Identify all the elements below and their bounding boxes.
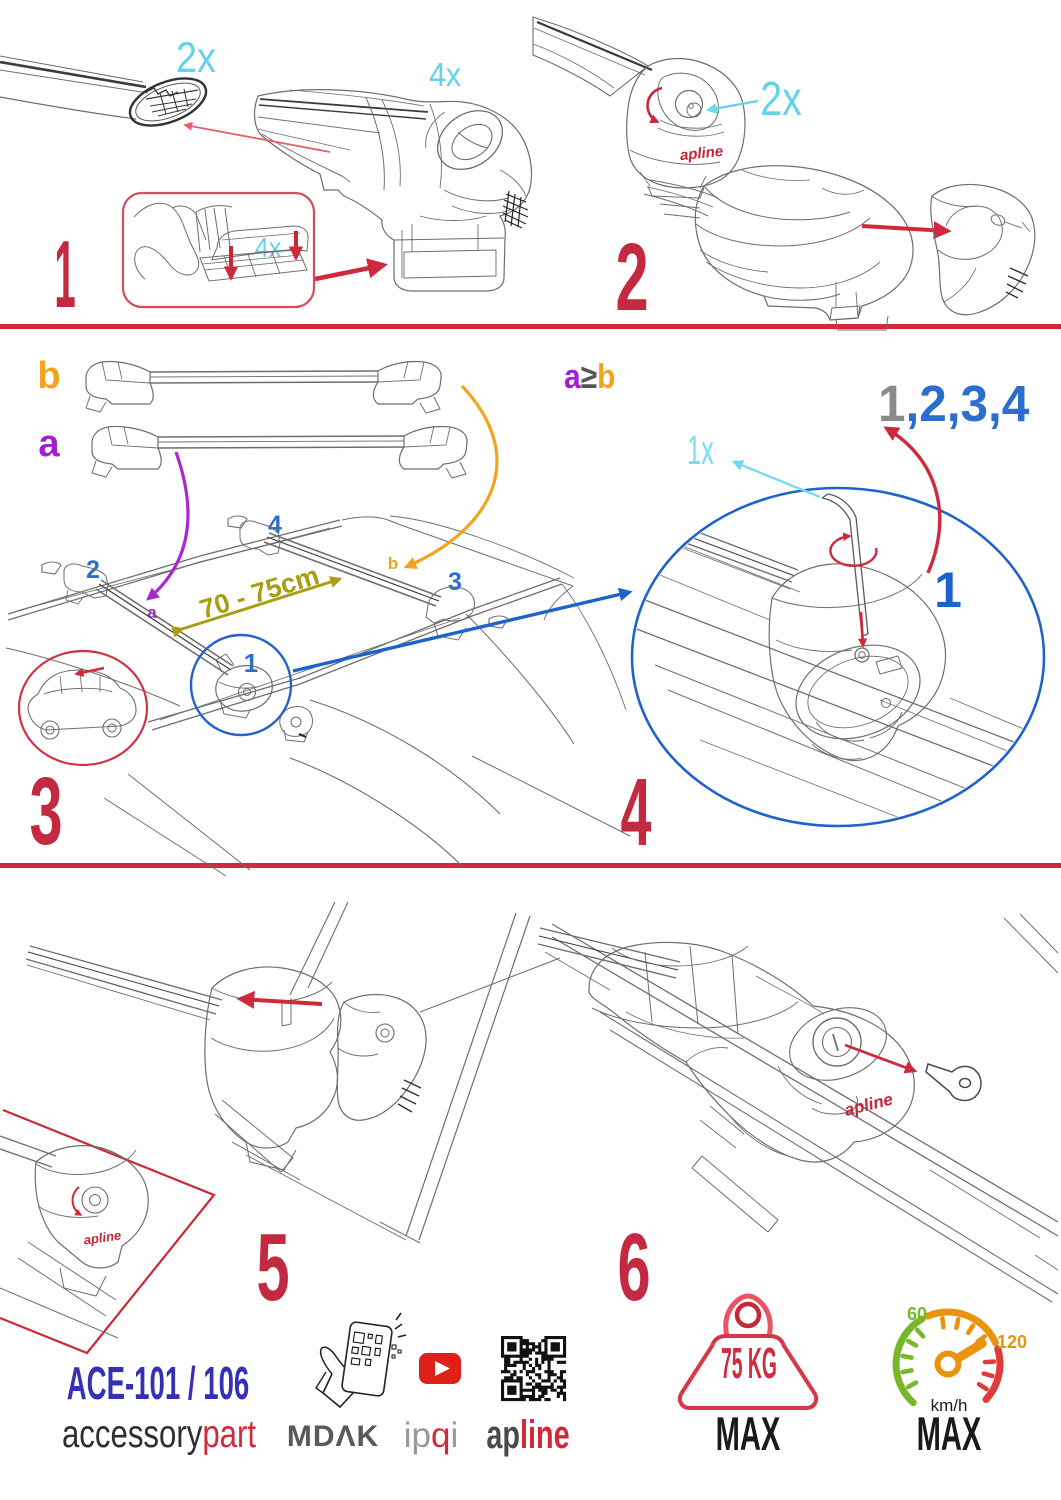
svg-text:apline: apline: [679, 143, 724, 164]
svg-text:accessorypart: accessorypart: [62, 1413, 256, 1456]
svg-text:MDΛK: MDΛK: [287, 1420, 379, 1453]
svg-text:4x: 4x: [429, 56, 461, 93]
svg-text:4: 4: [268, 511, 282, 539]
svg-text:MAX: MAX: [917, 1409, 982, 1461]
svg-text:1,2,3,4: 1,2,3,4: [878, 375, 1029, 432]
svg-text:70 - 75cm: 70 - 75cm: [196, 560, 322, 625]
svg-text:ipqi: ipqi: [404, 1416, 459, 1455]
svg-text:MAX: MAX: [716, 1409, 781, 1461]
svg-text:60: 60: [907, 1304, 927, 1324]
svg-text:6: 6: [617, 1213, 650, 1320]
svg-text:3: 3: [29, 757, 62, 864]
svg-text:1x: 1x: [687, 428, 714, 474]
svg-text:b: b: [37, 355, 60, 397]
svg-text:1: 1: [54, 222, 75, 328]
svg-text:2: 2: [615, 223, 648, 330]
svg-text:b: b: [388, 554, 398, 573]
svg-text:1: 1: [244, 648, 258, 678]
svg-text:apline: apline: [486, 1412, 569, 1457]
svg-text:3: 3: [448, 568, 462, 596]
svg-text:2: 2: [86, 556, 100, 584]
svg-text:2x: 2x: [176, 33, 216, 82]
svg-text:apline: apline: [83, 1228, 122, 1248]
svg-text:2x: 2x: [760, 72, 802, 126]
svg-text:a≥b: a≥b: [564, 357, 615, 395]
svg-text:120: 120: [997, 1332, 1027, 1352]
svg-text:km/h: km/h: [931, 1396, 968, 1415]
svg-text:4: 4: [621, 758, 652, 866]
svg-text:75 KG: 75 KG: [721, 1339, 777, 1388]
svg-text:5: 5: [256, 1213, 289, 1320]
svg-text:a: a: [38, 423, 60, 465]
svg-text:1: 1: [934, 562, 962, 618]
svg-text:ACE-101 / 106: ACE-101 / 106: [67, 1359, 250, 1410]
svg-text:apline: apline: [843, 1090, 895, 1120]
